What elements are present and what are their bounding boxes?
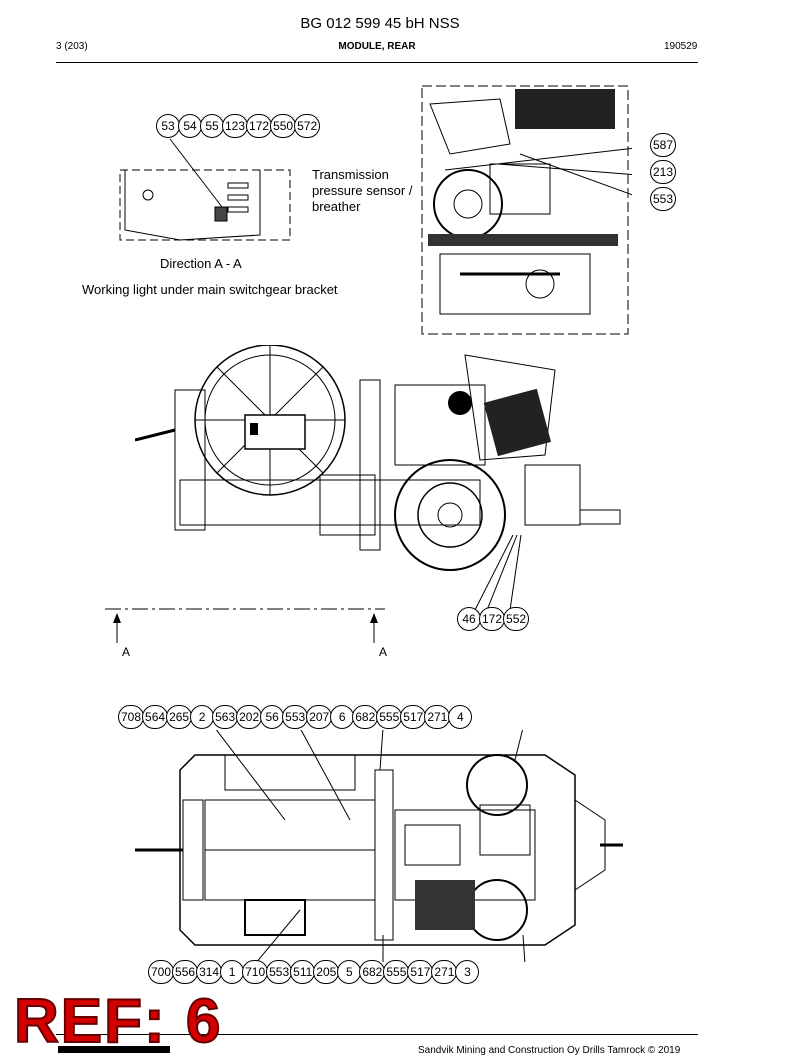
balloon: 564 <box>142 705 169 729</box>
copyright-text: Sandvik Mining and Construction Oy Drill… <box>418 1045 681 1056</box>
detail-b-balloons: 587 213 553 <box>650 133 677 214</box>
balloon: 205 <box>313 960 340 984</box>
side-view-drawing <box>135 345 621 610</box>
balloon: 700 <box>148 960 175 984</box>
balloon: 172 <box>479 607 506 631</box>
balloon: 550 <box>270 114 297 138</box>
section-arrow-left: A <box>122 645 131 659</box>
balloon: 2 <box>190 705 215 729</box>
balloon: 710 <box>242 960 269 984</box>
view-caption: Direction A - A <box>160 256 242 271</box>
balloon: 511 <box>290 960 316 984</box>
footer-rule <box>56 1034 698 1035</box>
document-title: BG 012 599 45 bH NSS <box>300 15 460 32</box>
revision-date: 190529 <box>664 41 698 52</box>
section-title: MODULE, REAR <box>338 41 416 52</box>
side-view-balloons: 46 172 552 <box>457 607 530 631</box>
balloon: 682 <box>359 960 386 984</box>
section-line-a <box>105 608 385 643</box>
balloon: 563 <box>212 705 239 729</box>
balloon: 553 <box>282 705 309 729</box>
top-view-balloons-top: 708 564 265 2 563 202 56 553 207 6 682 5… <box>118 705 473 729</box>
section-arrow-right: A <box>379 645 388 659</box>
sandvik-logo <box>58 1046 170 1053</box>
balloon: 6 <box>330 705 355 729</box>
detail-a-balloons: 53 54 55 123 172 550 572 <box>156 114 321 138</box>
header-rule <box>56 62 698 63</box>
balloon: 207 <box>306 705 333 729</box>
balloon: 572 <box>294 114 321 138</box>
balloon: 556 <box>172 960 199 984</box>
balloon: 1 <box>220 960 245 984</box>
balloon: 553 <box>266 960 293 984</box>
page-number: 3 (203) <box>56 41 88 52</box>
detail-caption: Working light under main switchgear brac… <box>82 282 338 297</box>
balloon: 271 <box>431 960 458 984</box>
top-view-drawing <box>135 730 623 962</box>
balloon: 172 <box>246 114 273 138</box>
detail-a-drawing <box>119 138 291 241</box>
balloon: 271 <box>424 705 451 729</box>
balloon: 265 <box>166 705 193 729</box>
balloon: 4 <box>448 705 473 729</box>
balloon: 56 <box>260 705 285 729</box>
balloon: 53 <box>156 114 180 138</box>
balloon: 555 <box>376 705 403 729</box>
balloon: 552 <box>503 607 530 631</box>
balloon: 555 <box>383 960 410 984</box>
balloon: 682 <box>352 705 379 729</box>
top-view-balloons-bottom: 700 556 314 1 710 553 511 205 5 682 555 … <box>148 960 480 984</box>
balloon: 517 <box>400 705 427 729</box>
balloon: 213 <box>650 160 677 184</box>
ref-stamp: REF: 6 <box>13 986 223 1057</box>
balloon: 314 <box>196 960 223 984</box>
detail-b-drawing <box>421 85 632 335</box>
balloon: 587 <box>650 133 677 157</box>
balloon: 202 <box>236 705 263 729</box>
balloon: 553 <box>650 187 677 211</box>
balloon: 46 <box>457 607 481 631</box>
balloon: 3 <box>455 960 480 984</box>
balloon: 5 <box>337 960 362 984</box>
balloon: 517 <box>407 960 434 984</box>
balloon: 708 <box>118 705 145 729</box>
transmission-note: Transmission pressure sensor / breather <box>312 167 413 214</box>
balloon: 55 <box>200 114 224 138</box>
